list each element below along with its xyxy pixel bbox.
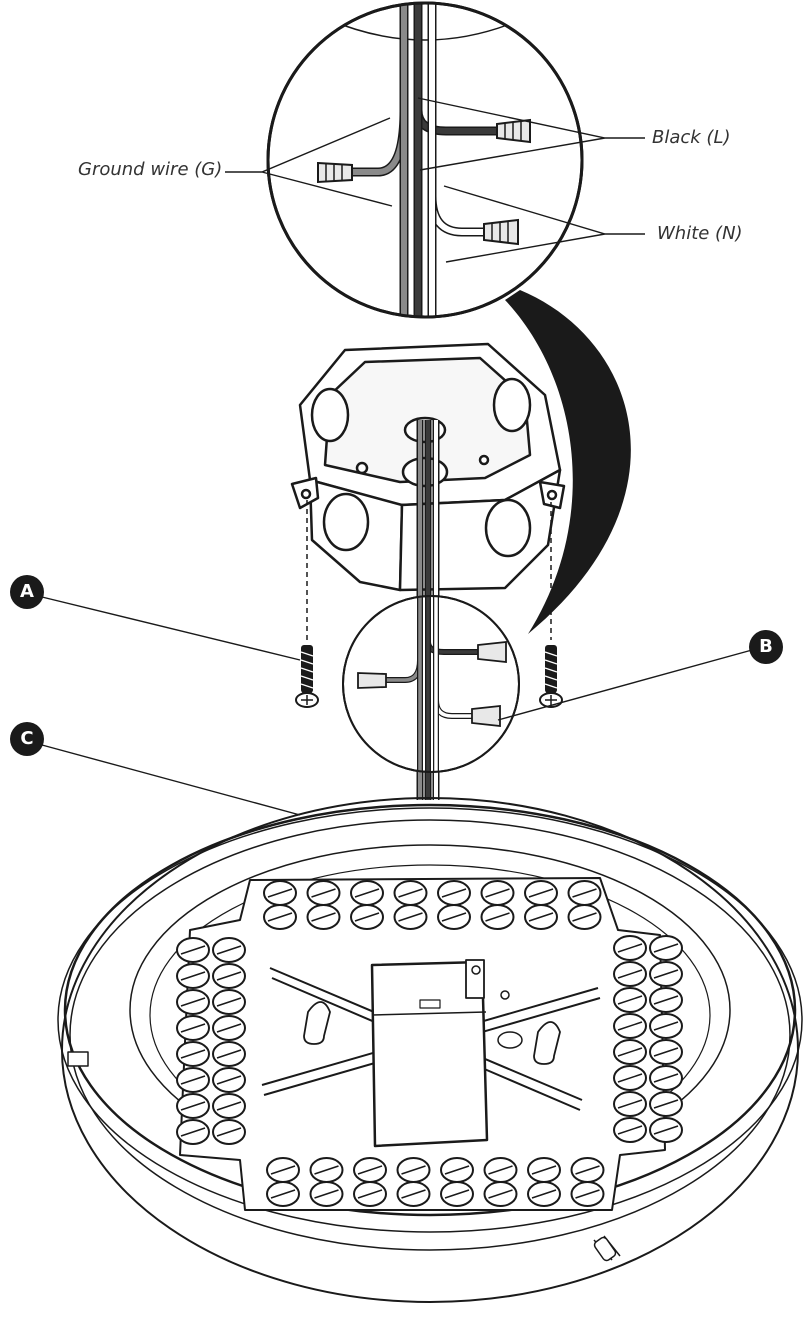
led-bump-icon (176, 1041, 210, 1067)
led-bump-icon (613, 935, 647, 961)
led-bump-icon (176, 1119, 210, 1145)
badge-a: A (10, 575, 44, 609)
small-detail-circle (342, 595, 520, 773)
led-bump-icon (176, 1067, 210, 1093)
led-bump-icon (212, 937, 246, 963)
led-bump-icon (570, 1157, 605, 1183)
led-bump-icon (527, 1157, 561, 1183)
led-bump-icon (176, 1093, 210, 1119)
led-bump-icon (649, 1065, 683, 1091)
led-bump-icon (440, 1157, 474, 1183)
led-bump-icon (480, 904, 515, 930)
led-bump-icon (309, 1181, 344, 1207)
white-wire-label: White (N) (657, 223, 743, 244)
led-bump-icon (350, 880, 384, 906)
led-bump-icon (263, 904, 297, 930)
led-bump-icon (212, 989, 246, 1015)
magnify-swoosh (505, 290, 631, 634)
led-bump-icon (353, 1157, 387, 1183)
led-bump-icon (212, 1067, 246, 1093)
led-bump-icon (396, 1181, 431, 1207)
led-bump-icon (353, 1181, 387, 1207)
led-bump-icon (527, 1181, 561, 1207)
led-bump-icon (649, 1039, 683, 1065)
led-bump-icon (309, 1157, 344, 1183)
led-bump-icon (263, 880, 297, 906)
wire-nut-black-icon (496, 118, 531, 144)
black-wire-label: Black (L) (652, 127, 731, 148)
led-bump-icon (266, 1157, 300, 1183)
screw-a-icon (295, 645, 319, 708)
led-bump-icon (306, 904, 341, 930)
badge-leaders (41, 596, 753, 816)
led-bump-icon (483, 1181, 518, 1207)
led-bump-icon (437, 880, 471, 906)
led-bump-icon (176, 989, 210, 1015)
led-bump-icon (649, 961, 683, 987)
led-bump-icon (613, 1039, 647, 1065)
led-bump-icon (212, 1015, 246, 1041)
led-bump-icon (350, 904, 384, 930)
led-bump-icon (212, 1041, 246, 1067)
led-bump-icon (613, 1013, 647, 1039)
led-bump-icon (480, 880, 515, 906)
badge-b: B (749, 630, 783, 664)
led-bump-icon (613, 1091, 647, 1117)
led-bump-icon (393, 904, 428, 930)
screw-guide-lines (306, 500, 552, 640)
led-bump-icon (393, 880, 428, 906)
label-leaders (225, 97, 645, 263)
led-bump-icon (437, 904, 471, 930)
led-bump-icon (176, 963, 210, 989)
led-bump-icon (567, 904, 602, 930)
wire-nut-ground-icon (317, 161, 353, 184)
led-bump-icon (176, 1015, 210, 1041)
wire-nut-white-icon (483, 218, 519, 246)
light-fixture (57, 797, 803, 1303)
led-bump-icon (396, 1157, 431, 1183)
led-bump-icon (613, 1065, 647, 1091)
junction-box (290, 342, 566, 592)
led-bump-icon (613, 961, 647, 987)
led-bump-icon (613, 987, 647, 1013)
led-bump-icon (570, 1181, 605, 1207)
screw-b-icon (539, 645, 563, 708)
led-bump-icon (524, 880, 558, 906)
led-bump-icon (483, 1157, 518, 1183)
led-bump-icon (176, 937, 210, 963)
ground-wire-label: Ground wire (G) (78, 159, 223, 180)
led-bump-icon (266, 1181, 300, 1207)
led-bump-icon (649, 1117, 683, 1143)
led-bump-icon (649, 935, 683, 961)
led-bump-icon (649, 987, 683, 1013)
led-bump-icon (212, 963, 246, 989)
led-bump-icon (306, 880, 341, 906)
led-bump-icon (212, 1093, 246, 1119)
led-bump-icon (524, 904, 558, 930)
led-module-array (176, 880, 683, 1207)
led-bump-icon (649, 1091, 683, 1117)
led-bump-icon (567, 880, 602, 906)
led-bump-icon (212, 1119, 246, 1145)
led-bump-icon (613, 1117, 647, 1143)
led-bump-icon (440, 1181, 474, 1207)
led-bump-icon (649, 1013, 683, 1039)
badge-c: C (10, 722, 44, 756)
zoom-detail-circle (266, 1, 584, 319)
